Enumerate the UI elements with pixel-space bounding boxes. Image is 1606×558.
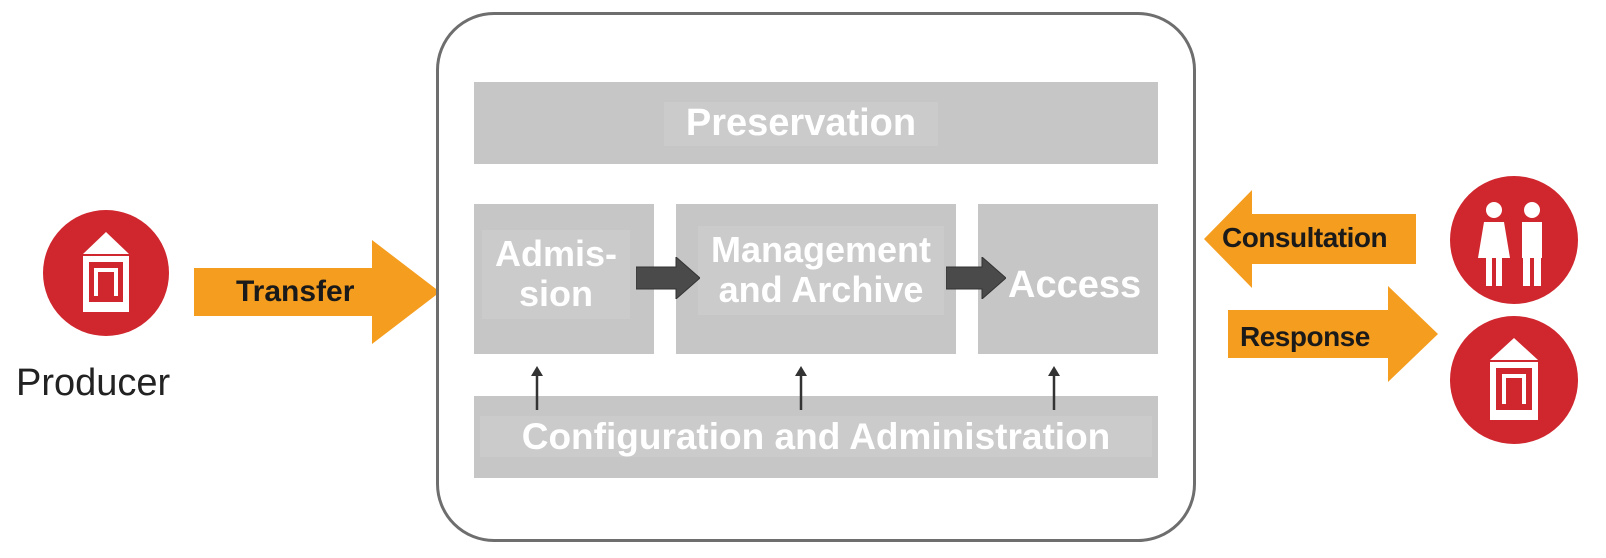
admission-block: Admis- sion <box>474 204 654 354</box>
configuration-administration-block: Configuration and Administration <box>474 396 1158 478</box>
preservation-label: Preservation <box>664 102 938 146</box>
producer-label: Producer <box>16 362 171 404</box>
response-arrow <box>1228 286 1438 382</box>
consumer-people-icon <box>1450 176 1578 304</box>
management-label-line2: and Archive <box>718 269 924 311</box>
preservation-block: Preservation <box>474 82 1158 164</box>
management-archive-label: Management and Archive <box>698 226 944 315</box>
consultation-arrow <box>1204 190 1416 288</box>
producer-institution-icon <box>43 210 169 336</box>
configuration-administration-label: Configuration and Administration <box>480 416 1152 458</box>
transfer-label: Transfer <box>236 275 355 308</box>
transfer-arrow <box>194 240 440 344</box>
config-to-access-arrow <box>1048 366 1060 410</box>
admission-label-line1: Admis- <box>494 233 617 274</box>
management-label-line1: Management <box>710 229 932 270</box>
access-block: Access <box>978 204 1158 354</box>
admission-label-line2: sion <box>518 273 593 315</box>
response-label: Response <box>1240 321 1370 352</box>
consultation-label: Consultation <box>1222 222 1388 253</box>
admission-to-management-arrow <box>636 257 700 299</box>
config-to-admission-arrow <box>531 366 543 410</box>
access-label: Access <box>1008 264 1142 306</box>
management-to-access-arrow <box>946 257 1006 299</box>
consumer-institution-icon <box>1450 316 1578 444</box>
config-to-management-arrow <box>795 366 807 410</box>
management-archive-block: Management and Archive <box>676 204 956 354</box>
admission-label: Admis- sion <box>482 230 630 319</box>
